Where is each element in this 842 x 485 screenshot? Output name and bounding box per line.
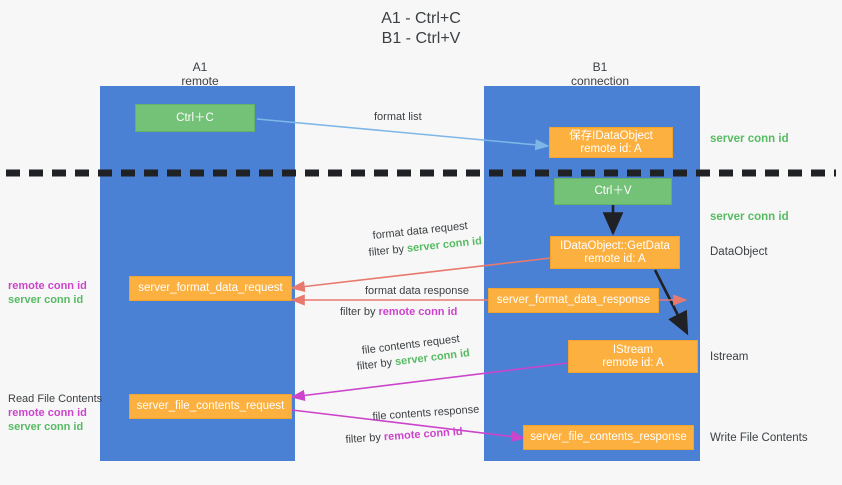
node-idataobject-getdata[interactable]: IDataObject::GetData remote id: A bbox=[550, 236, 680, 269]
right-label-istream: Istream bbox=[710, 351, 749, 363]
edge-label-format-list: format list bbox=[374, 111, 422, 123]
edge-label-format-data-response: format data response bbox=[365, 285, 469, 297]
title-line-2: B1 - Ctrl+V bbox=[381, 30, 461, 47]
title-line-1: A1 - Ctrl+C bbox=[381, 10, 461, 27]
node-server-format-data-request-label: server_format_data_request bbox=[138, 282, 283, 294]
node-server-file-contents-response[interactable]: server_file_contents_response bbox=[523, 425, 694, 450]
node-ctrl-c-label: Ctrl＋C bbox=[176, 111, 214, 124]
right-label-server-conn-mid: server conn id bbox=[710, 211, 789, 223]
node-server-file-contents-request-label: server_file_contents_request bbox=[136, 400, 285, 412]
node-getdata-label: IDataObject::GetData bbox=[560, 239, 670, 252]
node-server-file-contents-request[interactable]: server_file_contents_request bbox=[129, 394, 292, 419]
node-save-idataobject-label: 保存IDataObject bbox=[569, 129, 653, 142]
filter-prefix-2: filter by bbox=[340, 306, 379, 318]
edge-label-file-contents-response: file contents response bbox=[372, 403, 480, 423]
node-ctrl-c[interactable]: Ctrl＋C bbox=[135, 104, 255, 132]
node-ctrl-v[interactable]: Ctrl＋V bbox=[554, 178, 672, 205]
column-a1-name: A1 bbox=[192, 60, 208, 74]
left-label-group-file: Read File Contents remote conn id server… bbox=[8, 392, 102, 434]
column-a1-sub: remote bbox=[181, 74, 219, 88]
column-b1-sub: connection bbox=[570, 74, 630, 88]
edge-label-format-data-response-filter: filter by remote conn id bbox=[340, 305, 457, 319]
left-label-server-conn-low: server conn id bbox=[8, 421, 84, 433]
left-label-remote-conn-mid: remote conn id bbox=[8, 280, 87, 292]
right-label-dataobject: DataObject bbox=[710, 246, 768, 258]
left-label-remote-conn-low: remote conn id bbox=[8, 407, 87, 419]
node-istream[interactable]: IStream remote id: A bbox=[568, 340, 698, 373]
left-label-read-file-contents: Read File Contents bbox=[8, 393, 103, 405]
filter-prefix-4: filter by bbox=[345, 431, 385, 446]
node-istream-remote-id: remote id: A bbox=[602, 356, 664, 369]
column-header-b1: B1 connection bbox=[535, 60, 665, 88]
node-server-format-data-response-label: server_format_data_response bbox=[496, 294, 651, 306]
filter-prefix-3: filter by bbox=[356, 356, 396, 373]
filter-key-remote-conn-1: remote conn id bbox=[378, 306, 458, 318]
node-save-idataobject-remote-id: remote id: A bbox=[580, 142, 642, 155]
edge-label-file-contents-response-filter: filter by remote conn id bbox=[345, 425, 463, 447]
left-label-server-conn-mid: server conn id bbox=[8, 294, 84, 306]
filter-prefix-1: filter by bbox=[368, 242, 408, 259]
right-label-server-conn-top: server conn id bbox=[710, 133, 789, 145]
node-getdata-remote-id: remote id: A bbox=[584, 252, 646, 265]
right-label-write-file-contents: Write File Contents bbox=[710, 432, 808, 444]
column-b1-name: B1 bbox=[592, 60, 608, 74]
column-header-a1: A1 remote bbox=[140, 60, 260, 88]
node-ctrl-v-label: Ctrl＋V bbox=[594, 185, 632, 197]
left-label-group-format: remote conn id server conn id bbox=[8, 279, 87, 307]
node-server-file-contents-response-label: server_file_contents_response bbox=[530, 431, 687, 443]
node-save-idataobject[interactable]: 保存IDataObject remote id: A bbox=[549, 127, 673, 158]
filter-key-remote-conn-2: remote conn id bbox=[383, 425, 463, 444]
node-istream-label: IStream bbox=[612, 343, 654, 356]
page-title: A1 - Ctrl+C B1 - Ctrl+V bbox=[0, 9, 842, 49]
node-server-format-data-request[interactable]: server_format_data_request bbox=[129, 276, 292, 301]
node-server-format-data-response[interactable]: server_format_data_response bbox=[488, 288, 659, 313]
